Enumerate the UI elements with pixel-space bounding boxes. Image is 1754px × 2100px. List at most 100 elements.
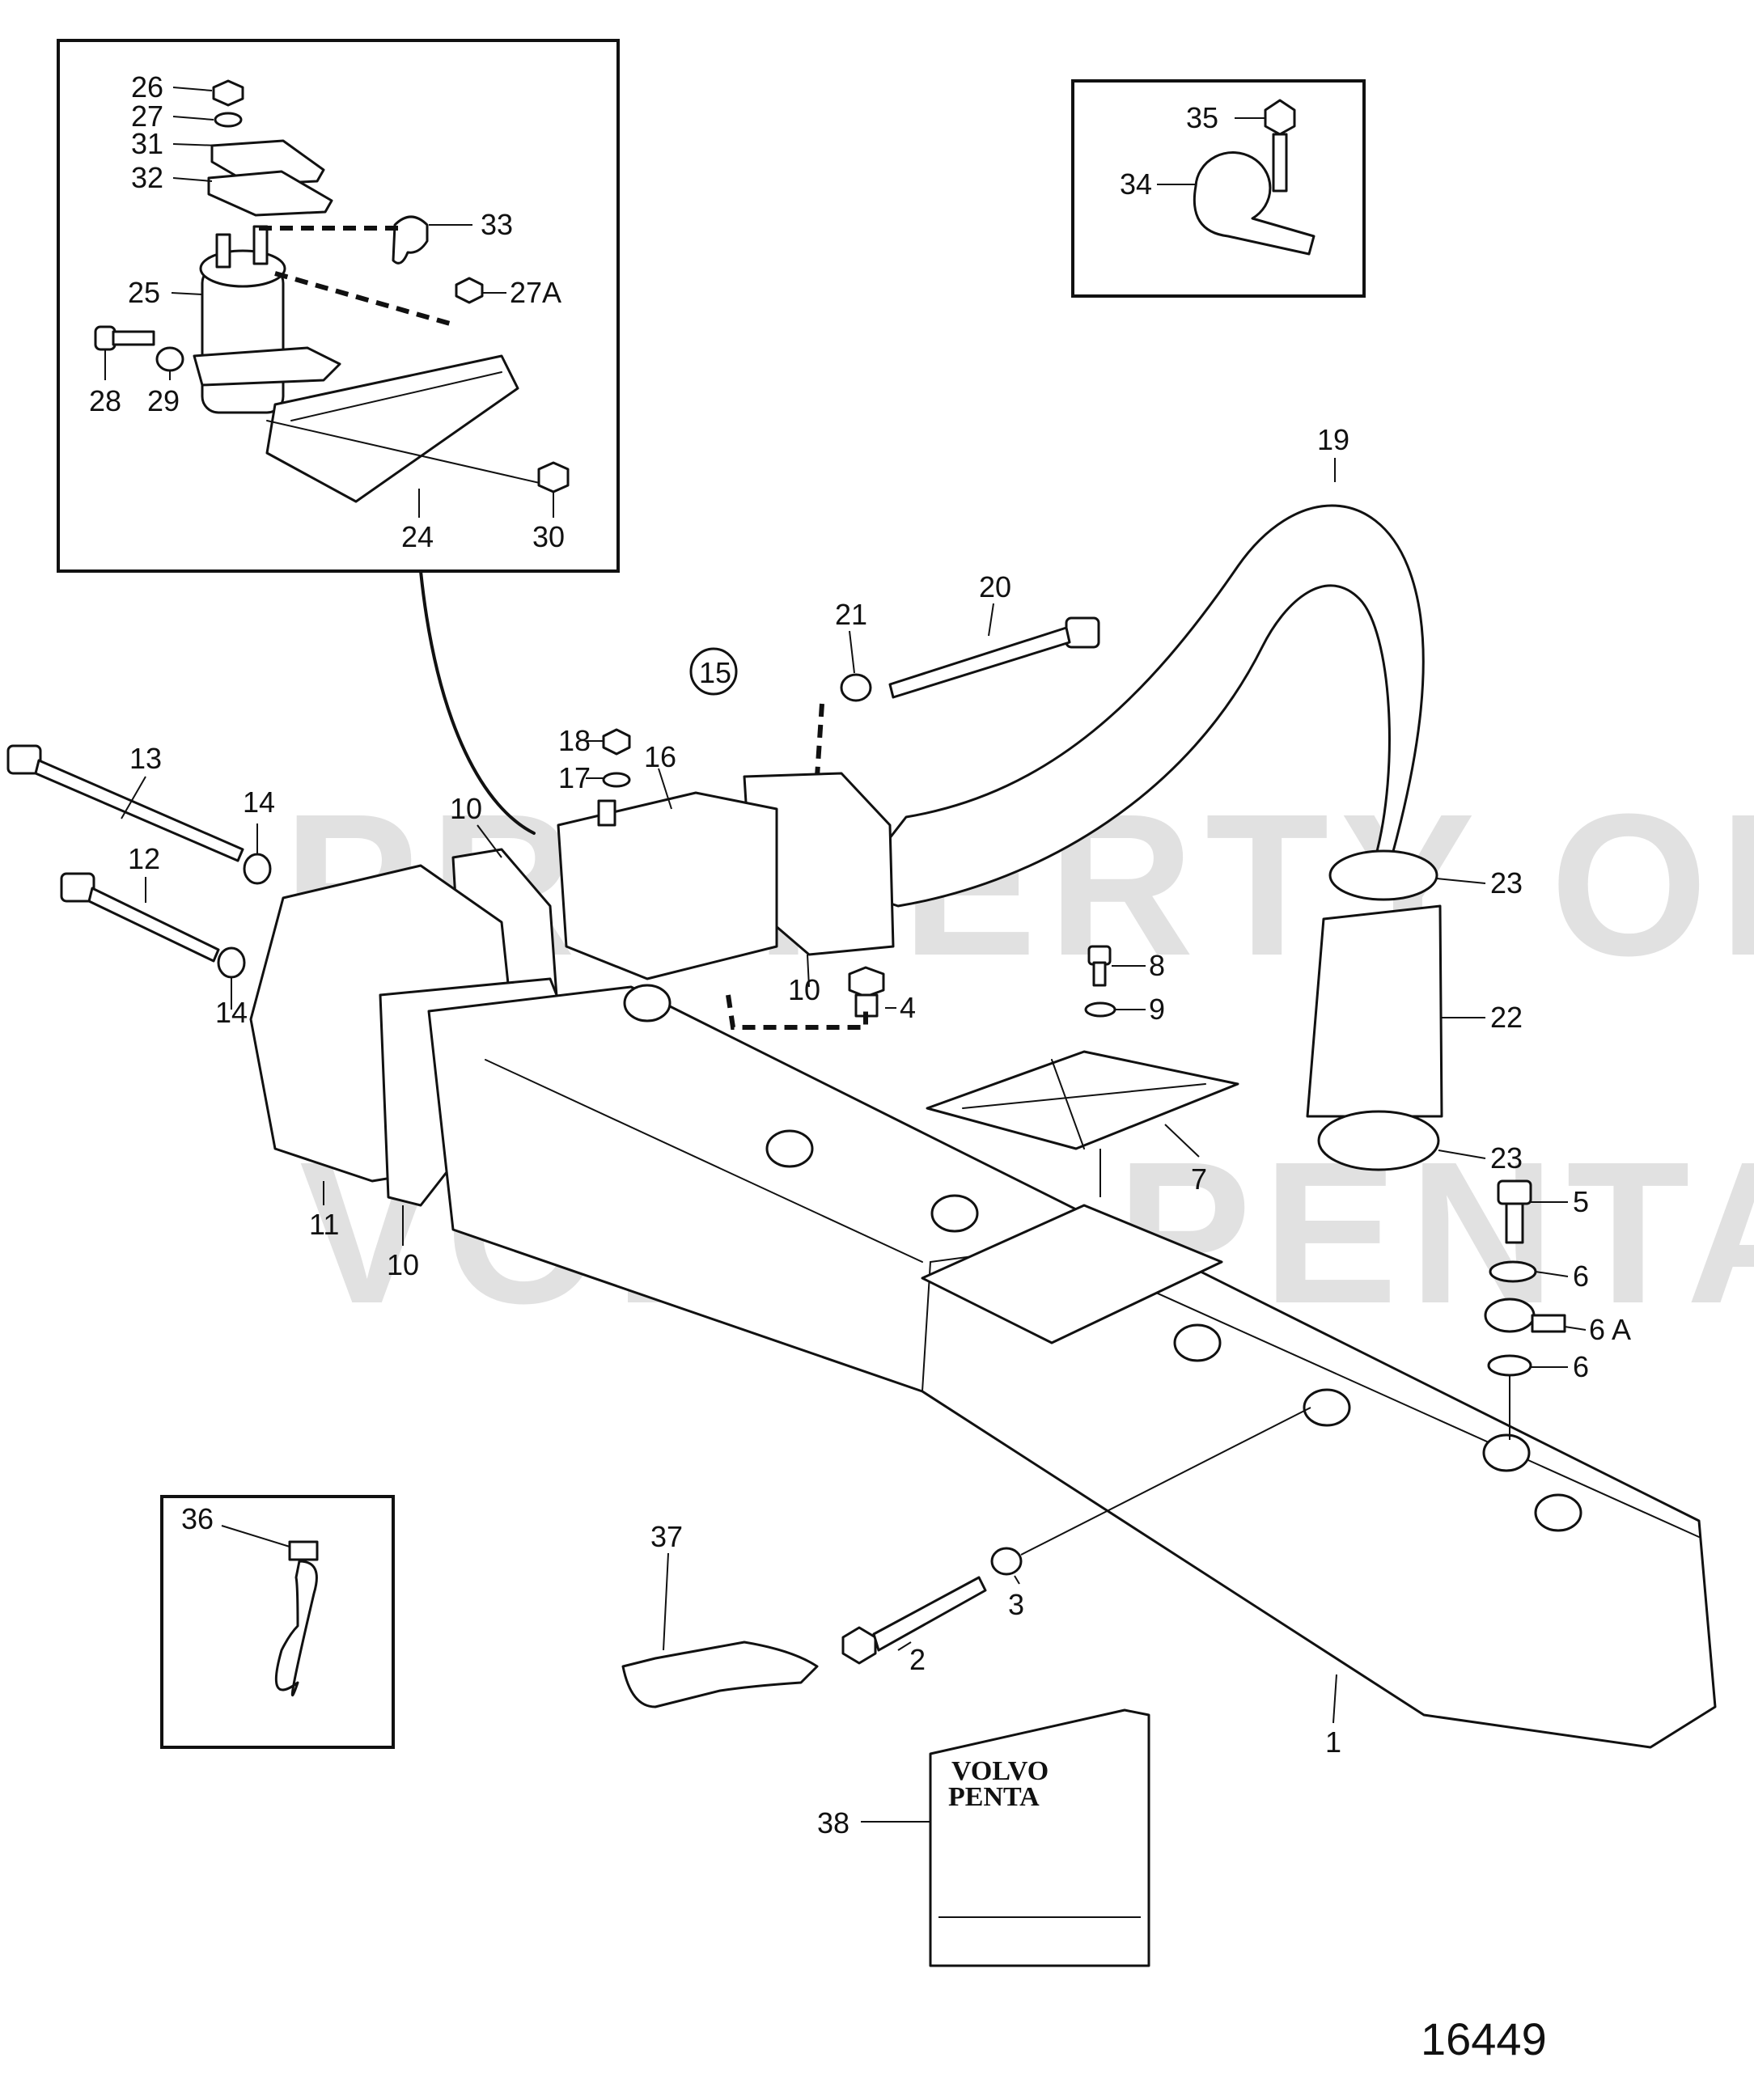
leader-26 <box>172 87 213 91</box>
exhaust-manifold-1 <box>427 985 1717 1749</box>
dash-21 <box>815 703 824 777</box>
leader-36 <box>221 1525 290 1547</box>
washer-17 <box>602 772 631 788</box>
exhaust-hose-19 <box>848 504 1425 908</box>
callout-labels: 26 27 31 32 33 25 27A 28 29 24 30 35 34 … <box>89 70 1631 1840</box>
callout-31: 31 <box>131 127 163 160</box>
bolt-2-axis <box>1020 1407 1311 1556</box>
callout-23-upper: 23 <box>1490 866 1523 900</box>
callout-33: 33 <box>481 208 513 241</box>
callout-6-upper: 6 <box>1573 1260 1589 1293</box>
washer-3 <box>990 1547 1023 1576</box>
bolt-12-head <box>60 872 95 903</box>
hose-clip-inset <box>1071 79 1366 298</box>
callout-36: 36 <box>181 1502 214 1535</box>
bolt-13-head <box>6 744 42 775</box>
bolt-35-shank <box>1272 133 1288 193</box>
group-marker-circle <box>689 647 738 696</box>
dash-4 <box>726 994 868 1030</box>
manifold-boss-g <box>1534 1493 1582 1532</box>
nut-18 <box>602 728 631 756</box>
callout-8: 8 <box>1149 949 1165 982</box>
callout-20: 20 <box>979 570 1011 603</box>
group-marker: 15 <box>699 656 731 689</box>
bracket-24-edge <box>290 371 502 421</box>
hose-clamp-23-upper <box>1328 849 1438 901</box>
manifold-boss-c <box>930 1194 979 1233</box>
relay-terminal-a <box>215 233 231 269</box>
callout-10-middle: 10 <box>788 973 820 1006</box>
leader-10a <box>477 824 502 858</box>
callout-13: 13 <box>129 742 162 775</box>
callout-29: 29 <box>147 384 180 417</box>
callout-22: 22 <box>1490 1001 1523 1034</box>
leader-25 <box>171 292 203 295</box>
leader-32 <box>172 177 213 182</box>
callout-34: 34 <box>1120 167 1152 201</box>
bolt-13-shank <box>34 759 244 862</box>
callout-6-lower: 6 <box>1573 1350 1589 1383</box>
hose-22 <box>1306 904 1443 1118</box>
callout-26: 26 <box>131 70 163 104</box>
leader-lines <box>104 87 1587 1823</box>
callout-16: 16 <box>644 740 676 773</box>
callout-9: 9 <box>1149 993 1165 1026</box>
wire-tie-36-head <box>288 1540 319 1561</box>
leader-27 <box>172 116 214 121</box>
clip-34 <box>1193 151 1316 256</box>
callout-5: 5 <box>1573 1185 1589 1218</box>
hose-clip-inset-frame <box>1071 79 1366 298</box>
callout-10-upper: 10 <box>450 792 482 825</box>
callout-12: 12 <box>128 842 160 875</box>
callout-2: 2 <box>909 1643 926 1676</box>
leader-3 <box>1014 1575 1020 1585</box>
leader-13 <box>121 776 146 819</box>
bracket-24 <box>265 354 519 503</box>
cover-7-ribs <box>962 1059 1206 1149</box>
banjo-6a-nipple <box>1531 1314 1566 1333</box>
callout-18: 18 <box>558 724 591 757</box>
washer-6-lower <box>1487 1354 1532 1377</box>
manifold-boss-e <box>1303 1388 1351 1427</box>
leader-7 <box>1164 1124 1200 1158</box>
callout-14-lower: 14 <box>215 996 248 1029</box>
washer-27 <box>214 112 243 128</box>
bracket-24-axis <box>266 420 551 486</box>
screw-5-head <box>1497 1179 1532 1205</box>
leader-31 <box>172 143 219 146</box>
manifold-boss-a <box>623 984 672 1022</box>
callout-27a: 27A <box>510 276 561 309</box>
strap-32 <box>207 170 333 217</box>
bolt-20-head <box>1065 616 1100 649</box>
manifold-boss-f <box>1482 1433 1531 1472</box>
wire-dash-27a <box>274 271 451 326</box>
bolt-20-shank <box>888 626 1071 699</box>
washer-9 <box>1084 1001 1116 1018</box>
strap-31 <box>210 139 325 186</box>
inset-connector <box>419 569 536 835</box>
drawing-number: 16449 <box>1421 2013 1547 2064</box>
relay-terminal-b <box>252 225 269 265</box>
bolt-28-shank <box>112 330 155 346</box>
leader-10b <box>807 954 810 988</box>
callout-35: 35 <box>1186 101 1218 134</box>
callout-24: 24 <box>401 520 434 553</box>
leader-23a <box>1436 878 1486 884</box>
callout-14-upper: 14 <box>243 785 275 819</box>
callout-28: 28 <box>89 384 121 417</box>
valve-stud <box>597 799 616 827</box>
leader-6a <box>1535 1271 1569 1277</box>
leader-21 <box>849 630 855 674</box>
leader-20 <box>988 603 994 637</box>
wire-tie-36 <box>274 1560 318 1697</box>
leader-23b <box>1438 1149 1486 1159</box>
callout-38: 38 <box>817 1806 849 1840</box>
screw-5-shank <box>1505 1202 1524 1244</box>
main-assembly <box>6 504 1717 1967</box>
leader-6A <box>1564 1326 1587 1331</box>
relay-inset-frame <box>57 39 620 573</box>
valve-housing-16 <box>557 791 778 980</box>
washer-6-upper <box>1489 1260 1537 1283</box>
callout-21: 21 <box>835 598 867 631</box>
